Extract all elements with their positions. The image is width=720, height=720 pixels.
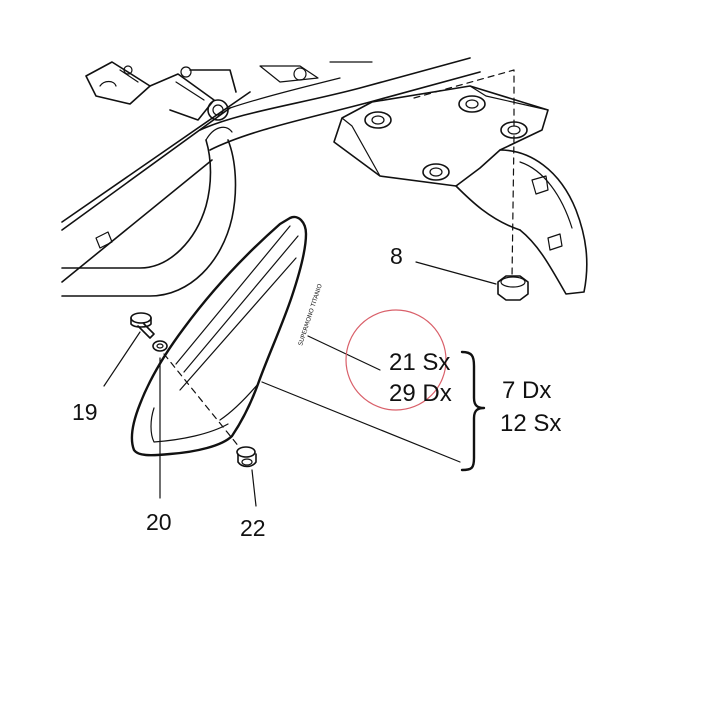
group-brace	[460, 350, 486, 472]
mounting-plate	[333, 69, 588, 295]
label-part-8: 8	[390, 243, 403, 269]
label-part-19: 19	[72, 399, 98, 425]
washer-part-20	[152, 340, 241, 499]
nut-part-8	[415, 261, 529, 301]
label-29-dx: 29 Dx	[389, 380, 452, 407]
screw-part-19	[103, 312, 155, 387]
side-cover-panel: SUPERMONO TITANIO	[130, 215, 324, 457]
label-21-sx: 21 Sx	[389, 349, 450, 376]
label-part-20: 20	[146, 509, 172, 535]
leader-lines	[261, 335, 461, 463]
highlight-circle	[345, 309, 447, 411]
frame-tubes	[61, 57, 481, 297]
label-7-dx: 7 Dx	[502, 377, 551, 404]
grommet-part-22	[236, 446, 257, 507]
label-part-22: 22	[240, 515, 266, 541]
label-12-sx: 12 Sx	[500, 410, 561, 437]
